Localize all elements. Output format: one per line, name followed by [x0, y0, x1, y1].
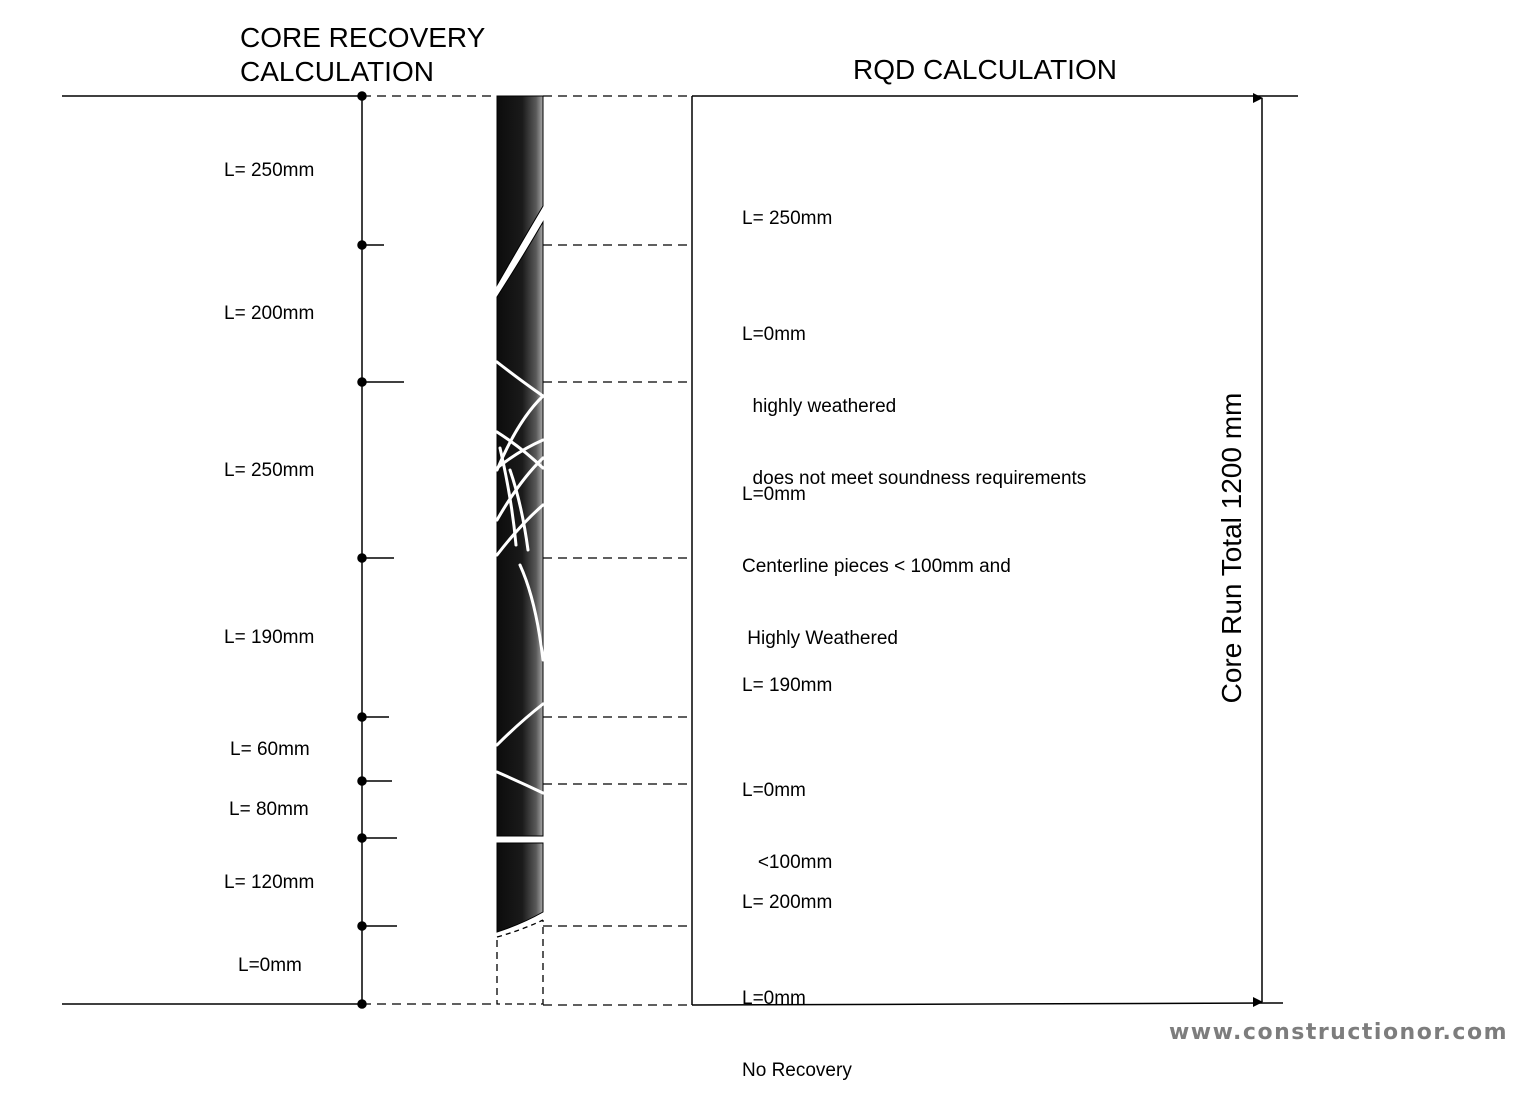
lost-core-outline: [496, 920, 544, 1005]
rqd-entry: L=0mm No Recovery: [742, 939, 852, 1107]
rqd-entry: L= 250mm: [742, 159, 832, 255]
core-recovery-label: L= 60mm: [230, 739, 310, 760]
rqd-entry-line: L=0mm: [742, 988, 806, 1009]
rqd-entry: L=0mm highly weathered does not meet sou…: [742, 275, 1086, 515]
core-recovery-label: L=0mm: [238, 955, 302, 976]
boundary-lines: [62, 95, 1298, 1006]
lost-core-top: [496, 919, 544, 938]
rqd-entry: L= 190mm: [742, 626, 832, 722]
rqd-entry-line: L=0mm: [742, 324, 806, 345]
core-recovery-title-line2: CALCULATION: [240, 56, 434, 87]
core-recovery-label: L= 250mm: [224, 460, 315, 481]
rqd-entry-line: does not meet soundness requirements: [742, 468, 1087, 489]
core-recovery-scale: [357, 91, 404, 1009]
core-recovery-label: L= 200mm: [224, 303, 315, 324]
rqd-entry-line: L=0mm: [742, 484, 806, 505]
watermark-text: www.constructionor.com: [1168, 1020, 1508, 1045]
core-piece-3: [496, 842, 544, 933]
core-fractures: [495, 360, 545, 795]
rqd-entry: L=0mm Centerline pieces < 100mm and High…: [742, 435, 1011, 675]
rqd-entry-line: Highly Weathered: [742, 628, 898, 649]
rqd-entry-line: highly weathered: [742, 396, 897, 417]
rqd-entry-line: <100mm: [742, 852, 833, 873]
rqd-entry-line: L=0mm: [742, 780, 806, 801]
core-log-diagram: [62, 91, 1298, 1009]
core-piece-1: [496, 95, 544, 287]
core-recovery-title-line1: CORE RECOVERY: [240, 22, 486, 53]
core-recovery-label: L= 190mm: [224, 627, 315, 648]
core-recovery-title: CORE RECOVERY CALCULATION: [240, 21, 485, 89]
core-sample: [495, 95, 545, 1005]
rqd-entry-line: No Recovery: [742, 1060, 852, 1081]
rqd-entry: L=0mm <100mm: [742, 731, 832, 899]
core-recovery-label: L= 250mm: [224, 160, 315, 181]
rqd-entry-line: L= 190mm: [742, 675, 833, 696]
rqd-title: RQD CALCULATION: [853, 54, 1117, 85]
core-recovery-label: L= 120mm: [224, 872, 315, 893]
core-run-total-label: Core Run Total 1200 mm: [1216, 392, 1247, 704]
bottom-boundary-line-right: [691, 1002, 1284, 1006]
rqd-entry-line: L= 250mm: [742, 208, 833, 229]
rqd-entry-line: Centerline pieces < 100mm and: [742, 556, 1011, 577]
rqd-entry: L= 200mm: [742, 843, 832, 939]
rqd-entry-line: L= 200mm: [742, 892, 833, 913]
core-recovery-label: L= 80mm: [229, 799, 309, 820]
dashed-connectors: [362, 95, 692, 1006]
